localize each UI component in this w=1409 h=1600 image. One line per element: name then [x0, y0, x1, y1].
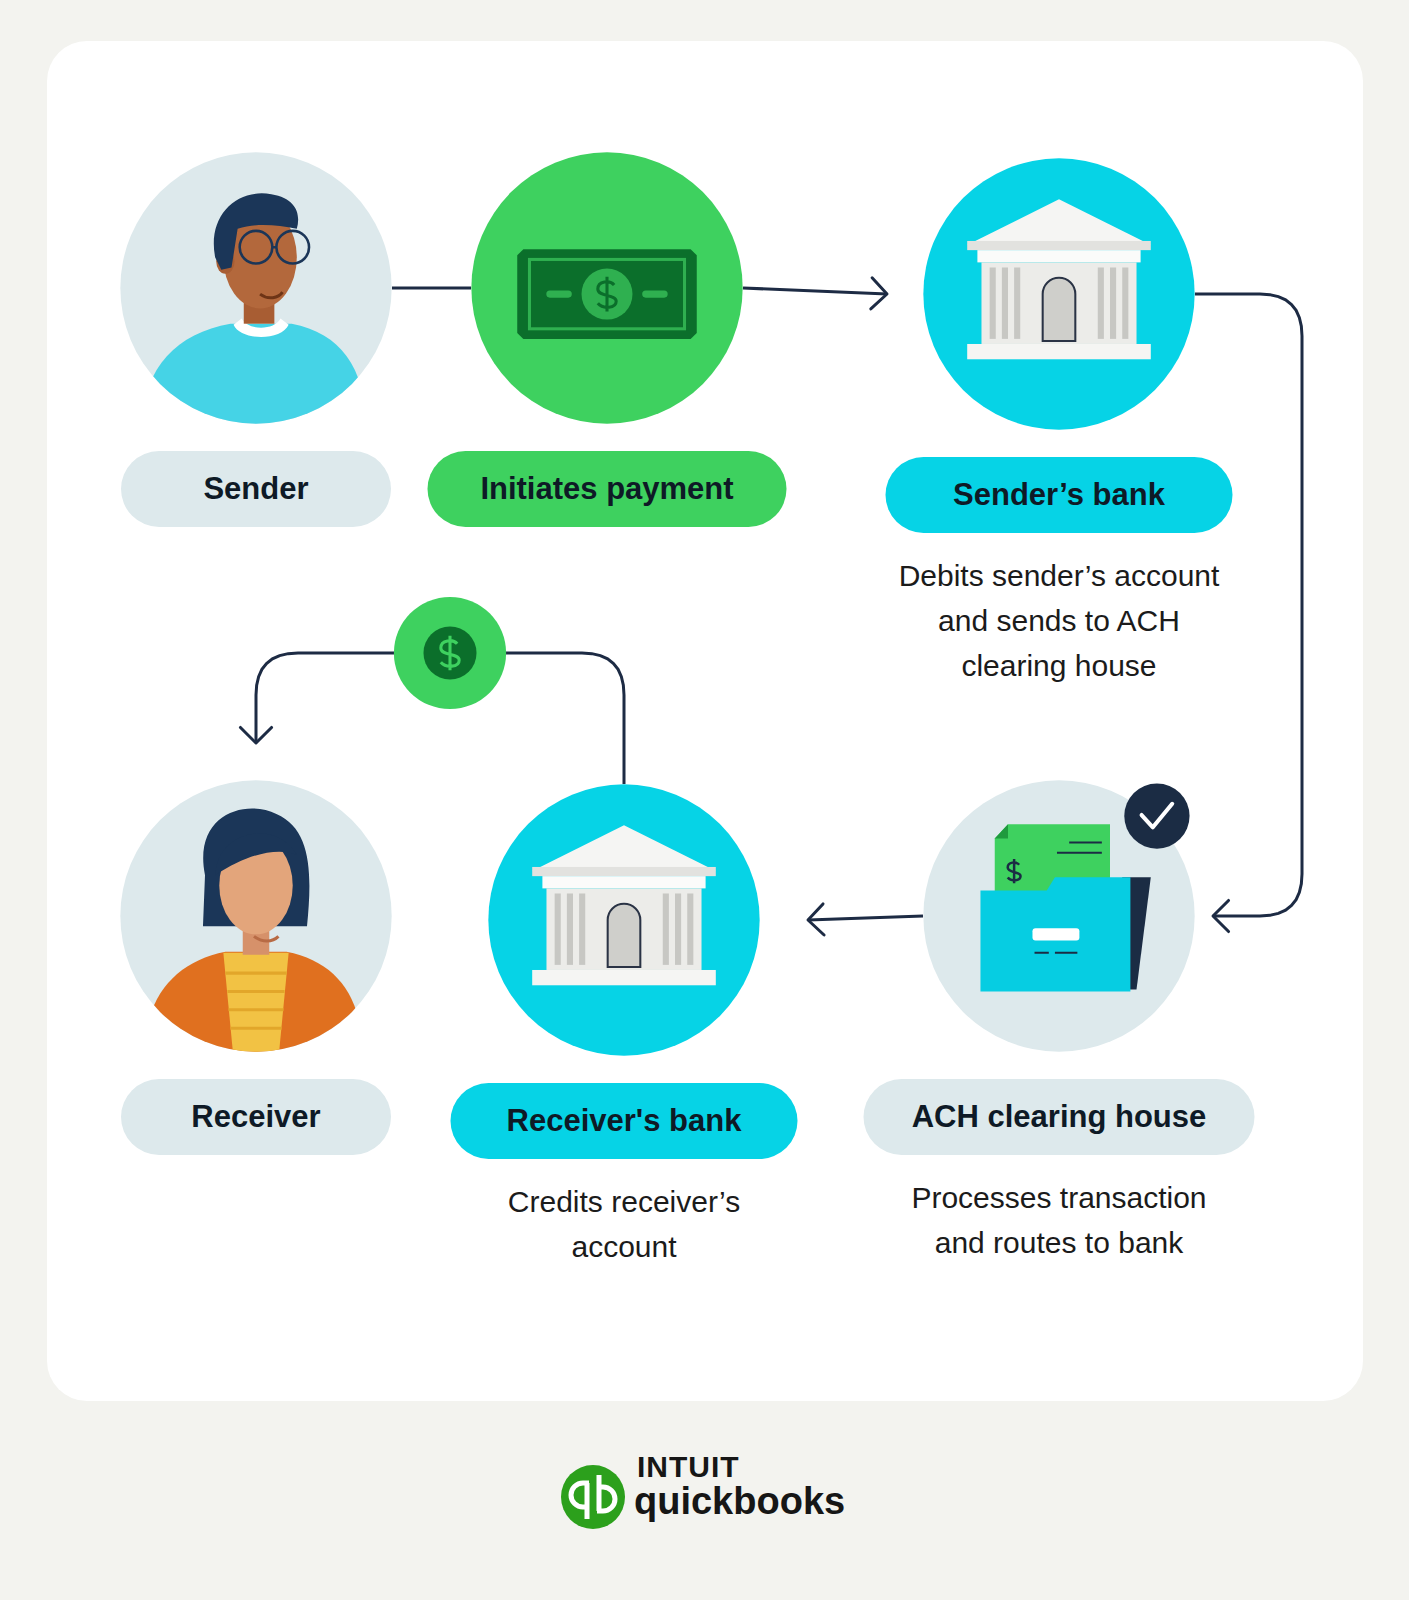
step-node: ACH clearing houseProcesses transaction …: [923, 780, 1195, 1052]
bill-illustration: [471, 152, 742, 423]
step-node: Initiates payment: [471, 152, 743, 424]
step-node: Sender’s bankDebits sender’s account and…: [923, 158, 1195, 430]
connector-line: [808, 916, 923, 920]
step-label: Initiates payment: [428, 451, 787, 527]
label-slot: Receiver: [121, 1079, 391, 1155]
connector-line: [1195, 294, 1302, 916]
step-label: ACH clearing house: [864, 1079, 1255, 1155]
step-label: Sender: [121, 451, 391, 527]
logo-icon: [561, 1465, 625, 1529]
label-slot: Sender: [121, 451, 391, 527]
step-label: Sender’s bank: [886, 457, 1233, 533]
flow-connector: [1195, 294, 1302, 932]
step-description: Processes transaction and routes to bank: [889, 1175, 1229, 1265]
label-slot: Receiver's bank: [451, 1083, 798, 1159]
label-slot: ACH clearing house: [864, 1079, 1255, 1155]
arrowhead: [240, 727, 271, 743]
description-slot: Processes transaction and routes to bank: [889, 1175, 1229, 1265]
flow-connector: [743, 278, 887, 309]
product-name: quickbooks: [634, 1480, 845, 1523]
arrowhead: [1213, 900, 1229, 931]
step-node: Sender: [120, 152, 392, 424]
card: [47, 41, 1363, 1401]
description-slot: Credits receiver’s account: [454, 1179, 794, 1269]
step-node: Receiver's bankCredits receiver’s accoun…: [488, 784, 760, 1056]
connector-line: [743, 288, 887, 294]
flow-connector: [392, 288, 471, 289]
bank-illustration: [488, 784, 759, 1055]
folder-illustration: [923, 780, 1194, 1051]
brand-name: INTUIT: [637, 1450, 740, 1484]
step-label: Receiver: [121, 1079, 391, 1155]
label-slot: Sender’s bank: [886, 457, 1233, 533]
bank-illustration: [923, 158, 1194, 429]
step-description: Credits receiver’s account: [454, 1179, 794, 1269]
flow-connector: [808, 904, 923, 935]
label-slot: Initiates payment: [428, 451, 787, 527]
arrowhead: [871, 278, 887, 309]
description-slot: Debits sender’s account and sends to ACH…: [889, 553, 1229, 688]
coin-icon: [394, 597, 506, 709]
step-label: Receiver's bank: [451, 1083, 798, 1159]
sender-illustration: [120, 152, 391, 430]
receiver-illustration: [120, 780, 391, 1058]
connector-line: [392, 287, 471, 290]
step-node: Receiver: [120, 780, 392, 1052]
arrowhead: [808, 904, 824, 935]
step-description: Debits sender’s account and sends to ACH…: [889, 553, 1229, 688]
